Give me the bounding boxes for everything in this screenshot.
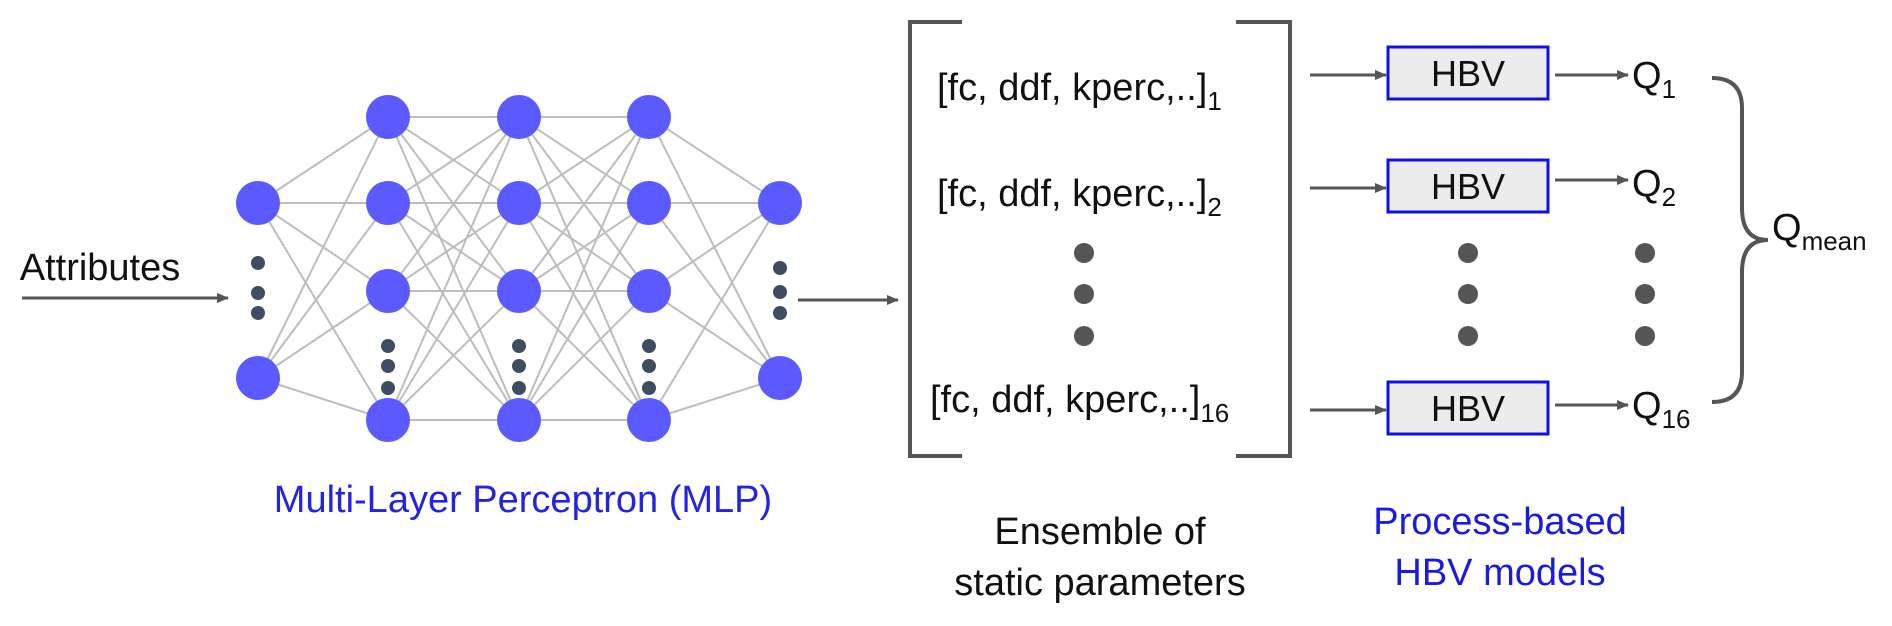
attributes-label: Attributes (20, 247, 181, 289)
hbv-caption-line-2: HBV models (1394, 552, 1605, 594)
hbv-caption-line-1: Process-based (1373, 501, 1626, 543)
output-q2-subscript: 2 (1662, 182, 1676, 212)
mlp-ellipsis-dot (642, 381, 656, 395)
mlp-neuron (497, 398, 541, 442)
parameter-row-2-subscript: 2 (1207, 192, 1221, 222)
mlp-ellipsis-dot (773, 261, 787, 275)
parameter-row-1-text: [fc, ddf, kperc,..] (937, 67, 1207, 109)
mlp-ellipsis-dot (251, 286, 265, 300)
parameter-row-16: [fc, ddf, kperc,..]16 (930, 379, 1229, 428)
hbv-box-16-label: HBV (1431, 388, 1505, 429)
mlp-edge (648, 377, 781, 421)
mlp-edge (387, 290, 520, 421)
ensemble-caption-line-2: static parameters (954, 562, 1245, 604)
mlp-edge (648, 116, 781, 204)
mlp-neuron (366, 95, 410, 139)
output-q-mean-subscript: mean (1802, 226, 1867, 256)
mlp-edge (257, 202, 389, 421)
mlp-connections (257, 116, 781, 421)
mlp-ellipsis-dot (381, 381, 395, 395)
mlp-ellipsis-dot (381, 339, 395, 353)
output-q1: Q1 (1632, 55, 1676, 104)
mlp-ellipsis-dot (773, 306, 787, 320)
ensemble-caption-line-1: Ensemble of (994, 511, 1206, 553)
mlp-neuron (497, 269, 541, 313)
mlp-neuron (236, 356, 280, 400)
output-q16-symbol: Q (1632, 385, 1662, 427)
mlp-edge (257, 202, 389, 379)
hbv-box-2-label: HBV (1431, 166, 1505, 207)
mlp-neuron (497, 95, 541, 139)
output-q2-symbol: Q (1632, 163, 1662, 205)
mlp-ellipsis-dot (512, 359, 526, 373)
mlp-neuron (497, 181, 541, 225)
mlp-neuron (627, 181, 671, 225)
ensemble-ellipsis (1074, 243, 1094, 346)
mlp-edge (257, 116, 389, 204)
output-ellipsis (1635, 243, 1655, 346)
mlp-edge (648, 202, 781, 421)
output-q16-subscript: 16 (1662, 404, 1691, 434)
output-q1-symbol: Q (1632, 55, 1662, 97)
hbv-ellipsis (1458, 243, 1478, 346)
mlp-edge (648, 202, 781, 292)
mlp-ellipsis-dot (512, 339, 526, 353)
hbv-box-1-label: HBV (1431, 53, 1505, 94)
ensemble-left-bracket (908, 20, 962, 458)
hbv-box-16 (1386, 380, 1550, 436)
mlp-ellipsis-dot (251, 306, 265, 320)
mlp-edge (518, 202, 650, 292)
mlp-edge (387, 116, 520, 292)
mlp-ellipsis-dot (512, 381, 526, 395)
mlp-ellipsis-dot (773, 285, 787, 299)
mlp-ellipsis-dots (251, 256, 787, 395)
mlp-edge (387, 202, 520, 421)
mlp-edge (518, 290, 650, 421)
mlp-edge (387, 202, 520, 292)
mlp-edge (257, 377, 389, 421)
mlp-neuron (236, 181, 280, 225)
mlp-neuron (627, 95, 671, 139)
parameter-row-1: [fc, ddf, kperc,..]1 (937, 67, 1222, 116)
parameter-row-16-subscript: 16 (1200, 398, 1229, 428)
output-q-mean-symbol: Q (1772, 207, 1802, 249)
mlp-neuron (627, 398, 671, 442)
mlp-neuron (366, 269, 410, 313)
hbv-box-2 (1386, 158, 1550, 214)
parameter-row-2: [fc, ddf, kperc,..]2 (937, 173, 1222, 222)
parameter-row-1-subscript: 1 (1207, 86, 1221, 116)
mlp-label: Multi-Layer Perceptron (MLP) (274, 479, 772, 521)
mlp-neuron (366, 398, 410, 442)
output-q16: Q16 (1632, 385, 1690, 434)
aggregation-brace (1711, 76, 1769, 404)
mlp-ellipsis-dot (251, 256, 265, 270)
hbv-box-1 (1386, 45, 1550, 101)
mlp-edge (257, 116, 389, 379)
parameter-row-16-text: [fc, ddf, kperc,..] (930, 379, 1200, 421)
mlp-neuron (758, 356, 802, 400)
mlp-edge (518, 116, 650, 421)
output-q1-subscript: 1 (1662, 74, 1676, 104)
ensemble-right-bracket (1236, 20, 1292, 458)
mlp-edge (648, 290, 781, 379)
mlp-neuron (366, 181, 410, 225)
mlp-ellipsis-dot (381, 359, 395, 373)
mlp-neuron (627, 269, 671, 313)
mlp-ellipsis-dot (642, 339, 656, 353)
mlp-edge (387, 116, 520, 421)
mlp-ellipsis-dot (642, 359, 656, 373)
mlp-edge (518, 116, 650, 204)
output-q2: Q2 (1632, 163, 1676, 212)
mlp-neuron (758, 181, 802, 225)
mlp-edge (518, 116, 650, 292)
mlp-edge (387, 116, 520, 204)
output-q-mean: Qmean (1772, 207, 1867, 256)
mlp-neurons (236, 95, 802, 442)
parameter-row-2-text: [fc, ddf, kperc,..] (937, 173, 1207, 215)
mlp-edge (648, 202, 781, 379)
mlp-edge (257, 290, 389, 379)
mlp-edge (518, 202, 650, 421)
